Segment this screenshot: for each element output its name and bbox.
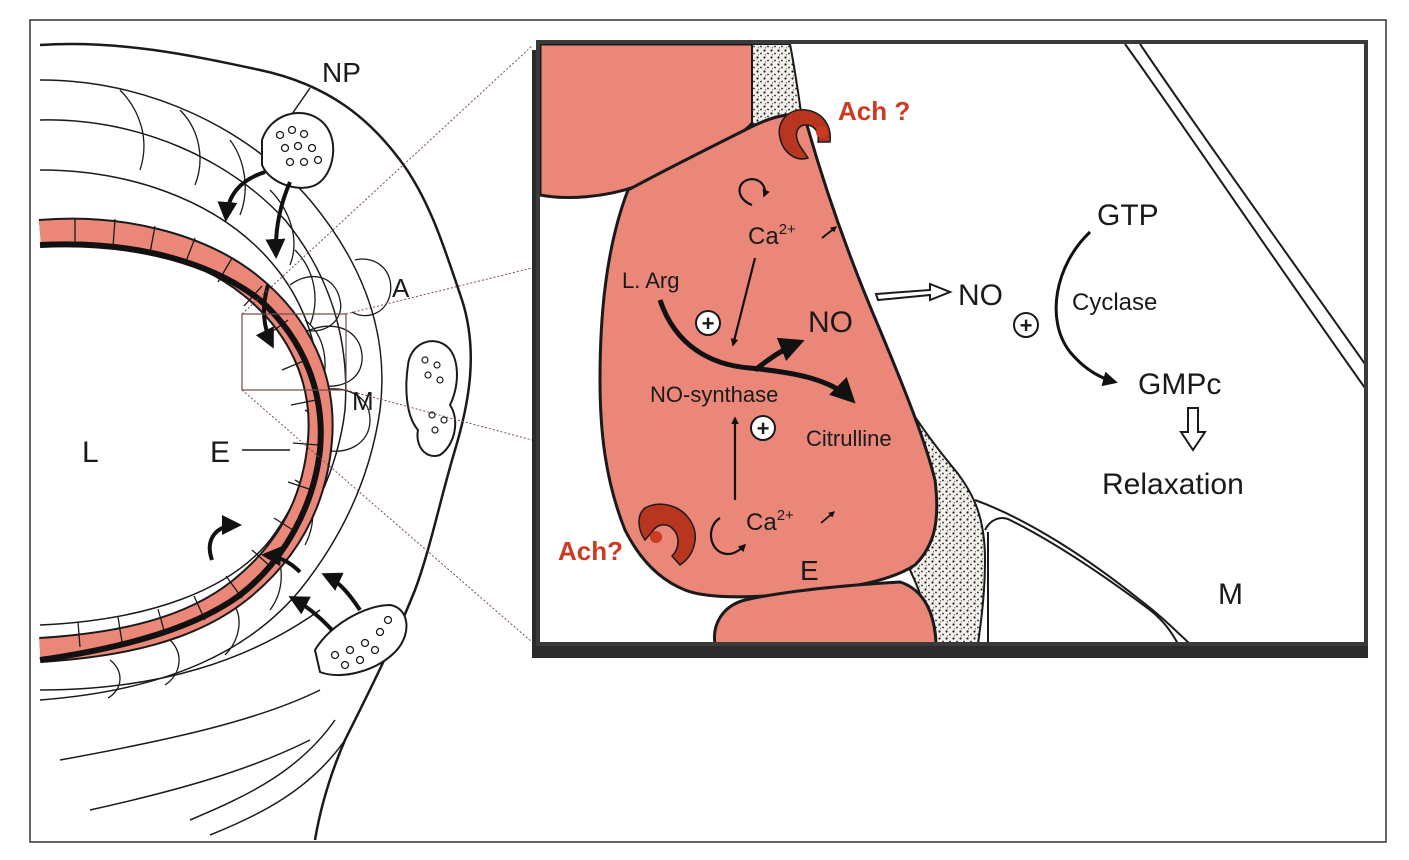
nerve-bundle-adventitia <box>405 340 458 457</box>
smooth-muscle-boundary-4 <box>984 517 1179 642</box>
np-pointer <box>291 87 311 115</box>
label-ca-top: Ca2+ <box>748 221 796 250</box>
label-ach-top: Ach ? <box>838 96 910 126</box>
receptor-bottom-icon <box>638 503 696 566</box>
label-l: L <box>82 436 99 469</box>
nerve-fibre-1 <box>189 719 336 821</box>
curl-arrow-top-icon <box>738 178 770 207</box>
label-gmpc: GMPc <box>1138 368 1221 401</box>
label-m-inset: M <box>1218 578 1243 611</box>
internal-elastic-lamina <box>39 241 324 663</box>
relaxation-arrow <box>1179 407 1207 452</box>
cyclase-arrow <box>1054 230 1118 387</box>
plus-no: + <box>1013 312 1039 338</box>
ach-ligand-top-icon <box>816 126 828 138</box>
endothelial-cell-dividers <box>74 218 319 648</box>
zoom-lines <box>241 45 533 643</box>
label-citrulline: Citrulline <box>806 426 892 451</box>
nerve-vesicles-bottom <box>330 615 393 670</box>
label-e-inset: E <box>800 555 819 586</box>
smooth-muscle-boundary-3 <box>974 499 1190 642</box>
figure-frame <box>29 19 1387 843</box>
media-layer-6 <box>89 739 311 811</box>
inset-content: + + + Ach ? Ach? Ca2+ Ca2+ L. Arg NO NO-… <box>540 44 1364 642</box>
label-no-inside: NO <box>808 306 853 339</box>
adventitia-boundary <box>39 42 473 840</box>
l-arg-to-citrulline-arrow <box>657 299 856 404</box>
plus-synthase: + <box>750 415 776 441</box>
label-gtp: GTP <box>1097 199 1159 232</box>
smooth-muscle-boundary-1 <box>1124 44 1364 389</box>
nerve-plexus-bottom <box>313 603 408 676</box>
label-cyclase: Cyclase <box>1072 289 1157 316</box>
nerve-vesicles-top <box>275 125 323 167</box>
media-cells-right <box>289 258 392 452</box>
plus-l-arg: + <box>695 310 721 336</box>
media-layer-1 <box>39 79 383 701</box>
nerve-fibre-2 <box>209 739 346 836</box>
smooth-muscle-boundary-2 <box>1139 44 1364 365</box>
nerve-plexus-top <box>261 111 335 189</box>
label-relaxation: Relaxation <box>1102 468 1244 501</box>
to-no-arrow <box>753 337 805 372</box>
media-layer-5 <box>59 689 321 761</box>
ca-top-small-arrow <box>821 226 837 239</box>
label-e-overview: E <box>210 436 230 469</box>
ca-to-synthase-arrow <box>730 257 757 347</box>
label-m-overview: M <box>352 386 374 416</box>
label-no-synthase: NO-synthase <box>650 382 778 407</box>
svg-text:+: + <box>757 416 770 441</box>
neurotransmitter-arrows <box>207 170 362 632</box>
label-ca-bottom: Ca2+ <box>746 507 794 536</box>
svg-text:+: + <box>1020 313 1033 338</box>
label-ach-bottom: Ach? <box>558 536 623 566</box>
vessel-overview: NP A M L E <box>38 42 473 840</box>
no-release-arrow <box>874 282 953 302</box>
receptor-top-icon <box>778 109 831 160</box>
curl-arrow-bottom-icon <box>709 517 747 556</box>
label-np: NP <box>322 57 361 88</box>
endothelial-cell-bottom <box>712 580 938 642</box>
label-a: A <box>392 273 410 303</box>
label-no-outside: NO <box>958 279 1003 312</box>
magnified-region-box <box>241 313 347 391</box>
ca-bottom-small-arrow <box>820 511 835 524</box>
media-layer-4 <box>39 609 321 691</box>
svg-text:+: + <box>702 311 715 336</box>
ach-ligand-bottom-icon <box>650 531 662 543</box>
label-l-arg: L. Arg <box>622 268 679 293</box>
nerve-vesicles-adventitia <box>421 356 448 434</box>
